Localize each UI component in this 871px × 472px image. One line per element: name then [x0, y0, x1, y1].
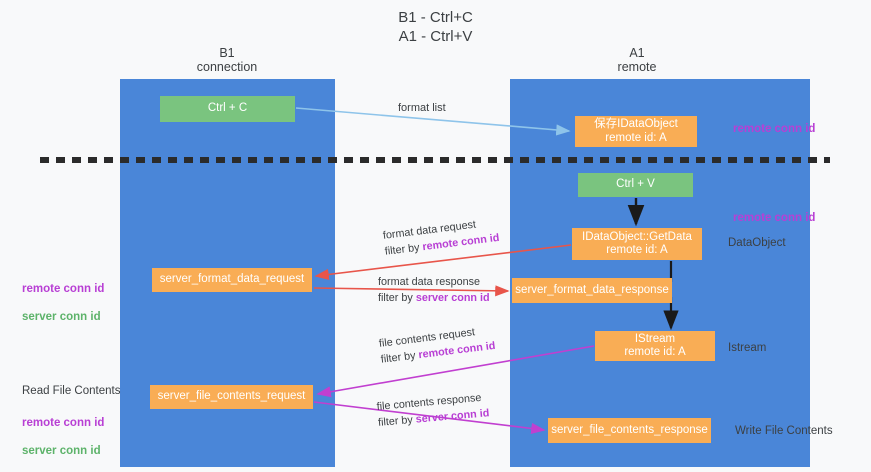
node-server-format-data-response[interactable]: server_format_data_response — [512, 278, 672, 303]
annotation-server-conn-id: server conn id — [22, 445, 101, 457]
column-header-a1: A1 remote — [617, 46, 657, 74]
annotation-conn-ids-file: remote conn id server conn id — [22, 402, 104, 472]
edge-label-format-data-request: format data request filter by remote con… — [382, 214, 500, 260]
filter-prefix: filter by — [380, 349, 420, 366]
annotation-istream: Istream — [728, 342, 767, 354]
filter-prefix: filter by — [377, 413, 417, 429]
phase-divider — [40, 157, 830, 163]
diagram-title: B1 - Ctrl+C A1 - Ctrl+V — [398, 9, 473, 45]
node-idataobject-getdata[interactable]: IDataObject::GetData remote id: A — [572, 228, 702, 260]
edge-label-format-data-response: format data response filter by server co… — [378, 274, 490, 306]
annotation-dataobject: DataObject — [728, 237, 786, 249]
node-idataobject-register[interactable]: 保存IDataObject remote id: A — [575, 116, 697, 147]
node-ctrl-v[interactable]: Ctrl + V — [578, 173, 693, 197]
annotation-write-file-contents: Write File Contents — [735, 425, 833, 437]
edge-label-file-contents-response: file contents response filter by server … — [376, 389, 490, 431]
node-server-file-contents-response[interactable]: server_file_contents_response — [548, 418, 711, 443]
node-ctrl-c[interactable]: Ctrl + C — [160, 96, 295, 122]
node-istream[interactable]: IStream remote id: A — [595, 331, 715, 361]
annotation-remote-conn-id: remote conn id — [22, 417, 105, 429]
filter-prefix: filter by — [384, 241, 424, 258]
edge-label-file-contents-request: file contents request filter by remote c… — [378, 322, 496, 368]
annotation-conn-ids-format: remote conn id server conn id — [22, 268, 104, 338]
edge-label-format-list: format list — [398, 102, 446, 114]
annotation-read-file-contents: Read File Contents — [22, 385, 121, 397]
node-server-file-contents-request[interactable]: server_file_contents_request — [150, 385, 313, 409]
filter-key-server-conn-id: server conn id — [415, 292, 490, 304]
filter-prefix: filter by — [378, 292, 416, 304]
annotation-remote-conn-id-top: remote conn id — [733, 123, 816, 135]
annotation-remote-conn-id: remote conn id — [22, 283, 105, 295]
column-header-b1: B1 connection — [196, 46, 258, 74]
annotation-remote-conn-id-mid: remote conn id — [733, 212, 816, 224]
edge-label-line1: format data response — [378, 276, 481, 288]
filter-key-server-conn-id: server conn id — [415, 407, 490, 426]
annotation-server-conn-id: server conn id — [22, 311, 101, 323]
edge-label-line2: filter by server conn id — [378, 290, 490, 306]
node-server-format-data-request[interactable]: server_format_data_request — [152, 268, 312, 292]
